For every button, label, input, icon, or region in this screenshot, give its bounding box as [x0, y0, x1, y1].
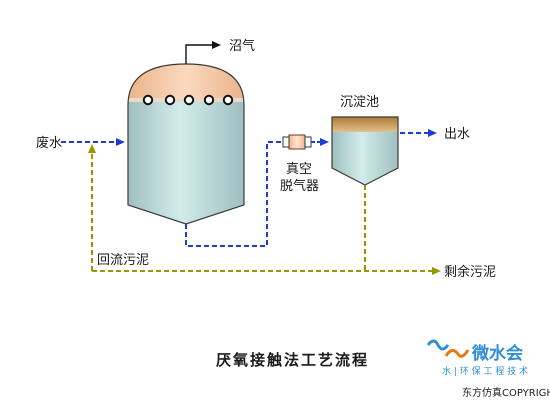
- reactor-to-degasser-line: [185, 141, 282, 247]
- watermark-logo-icon: [426, 339, 470, 358]
- watermark-tagline: 水 | 环 保 工 程 技 术: [442, 365, 528, 377]
- gas-collection-rings: [142, 94, 234, 106]
- watermark-brand: 微水会: [471, 343, 523, 364]
- return-sludge-label: 回流污泥: [97, 253, 149, 268]
- degasser-label-line1: 真空: [286, 162, 312, 177]
- sludge-lines: 回流污泥 剩余污泥: [88, 144, 496, 280]
- biogas-outlet: 沼气: [185, 38, 255, 64]
- effluent-label: 出水: [444, 127, 470, 142]
- degasser-to-settler-line: [311, 138, 329, 146]
- settling-tank-label: 沉淀池: [340, 95, 379, 110]
- diagram-caption: 厌氧接触法工艺流程: [216, 351, 369, 369]
- degasser-label-line2: 脱气器: [280, 178, 319, 194]
- effluent-outlet: 出水: [400, 127, 470, 142]
- settling-tank: 沉淀池: [331, 95, 399, 186]
- anaerobic-reactor: [127, 63, 245, 225]
- wastewater-in-label: 废水: [36, 135, 62, 151]
- watermark: 微水会 水 | 环 保 工 程 技 术: [426, 339, 528, 377]
- wastewater-inlet: 废水: [36, 135, 125, 151]
- vacuum-degasser: 真空 脱气器: [280, 134, 319, 194]
- biogas-label: 沼气: [229, 38, 255, 54]
- copyright-text: 东方仿真COPYRIGHT: [462, 386, 550, 399]
- excess-sludge-label: 剩余污泥: [444, 264, 496, 280]
